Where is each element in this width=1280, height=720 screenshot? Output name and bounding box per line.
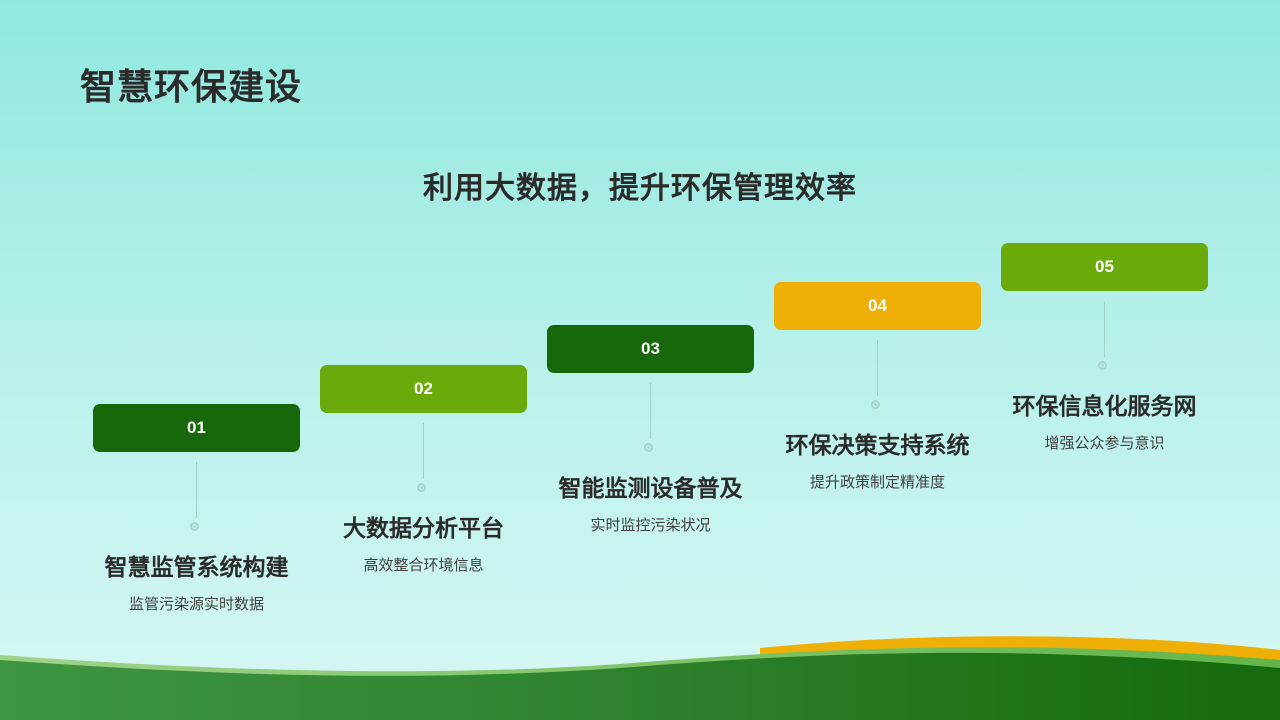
step-number-badge: 05 <box>1001 243 1208 291</box>
wave-green-band <box>0 652 1280 720</box>
step-description: 增强公众参与意识 <box>1044 434 1165 452</box>
step-1: 01 智慧监管系统构建 监管污染源实时数据 <box>93 404 300 613</box>
step-description: 监管污染源实时数据 <box>128 595 264 613</box>
step-description: 提升政策制定精准度 <box>809 473 945 491</box>
circle-dot-icon <box>871 400 880 409</box>
step-number-badge: 02 <box>320 365 527 413</box>
circle-dot-icon <box>190 522 199 531</box>
connector-line <box>1104 301 1105 357</box>
step-heading: 大数据分析平台 <box>343 516 504 542</box>
circle-dot-icon <box>644 443 653 452</box>
step-number-badge: 01 <box>93 404 300 452</box>
step-description: 高效整合环境信息 <box>363 556 484 574</box>
step-heading: 环保决策支持系统 <box>785 433 970 459</box>
connector-line <box>650 383 651 439</box>
step-number-badge: 03 <box>547 325 754 373</box>
page-title: 智慧环保建设 <box>80 67 303 108</box>
bottom-wave-decoration <box>0 636 1280 720</box>
step-3: 03 智能监测设备普及 实时监控污染状况 <box>547 325 754 534</box>
circle-dot-icon <box>417 483 426 492</box>
connector-line <box>196 462 197 518</box>
step-2: 02 大数据分析平台 高效整合环境信息 <box>320 365 527 574</box>
subtitle: 利用大数据，提升环保管理效率 <box>423 171 857 206</box>
step-4: 04 环保决策支持系统 提升政策制定精准度 <box>774 282 981 491</box>
connector-line <box>423 423 424 479</box>
step-heading: 环保信息化服务网 <box>1012 394 1197 420</box>
step-number-badge: 04 <box>774 282 981 330</box>
step-heading: 智慧监管系统构建 <box>104 555 289 581</box>
step-heading: 智能监测设备普及 <box>558 476 743 502</box>
step-description: 实时监控污染状况 <box>590 516 711 534</box>
connector-line <box>877 340 878 396</box>
step-5: 05 环保信息化服务网 增强公众参与意识 <box>1001 243 1208 452</box>
circle-dot-icon <box>1098 361 1107 370</box>
